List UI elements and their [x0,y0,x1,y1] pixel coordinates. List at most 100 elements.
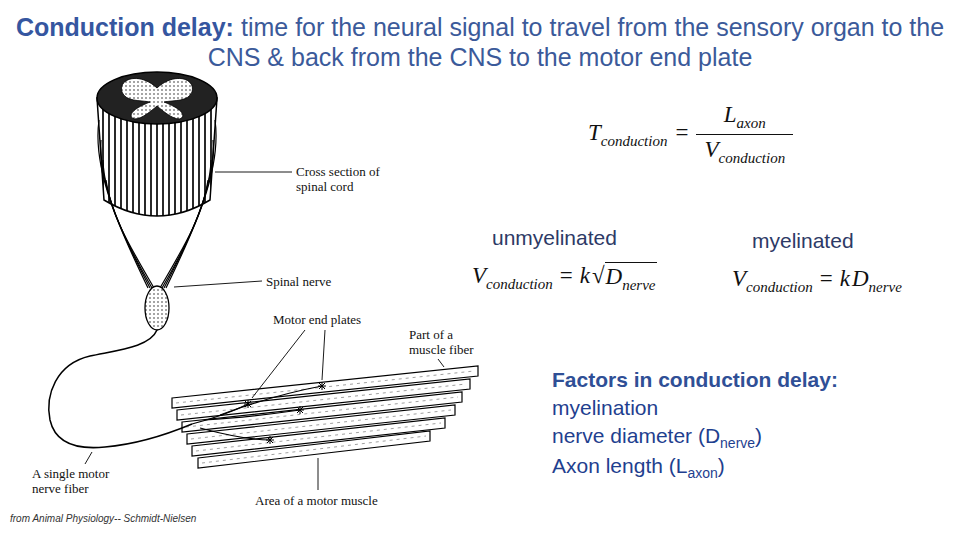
ganglion [145,286,169,330]
nerve-roots-part [160,180,208,288]
case-heading: myelinated [752,229,854,253]
leader-lines-part [438,359,444,367]
factor-item: myelination [552,396,658,419]
constant-symbol: k [840,266,850,292]
leader-lines-part [322,330,325,380]
muscle-fibers-part [198,431,430,468]
factor-item: nerve diameter (D [552,424,720,447]
conduction-time-formula: Tconduction=LaxonVconduction [588,102,793,163]
nerve-roots-part [101,140,150,288]
nerve-branches [192,386,322,440]
leader-lines-part [85,452,92,464]
constant-symbol: k [580,263,590,289]
nerve-branches-part [205,410,300,420]
velocity-symbol: Vconduction [732,266,813,292]
myelinated-formula: Vconduction = kDnerve [732,266,902,292]
velocity-symbol: Vconduction [472,263,553,289]
nerve-roots-part [164,140,213,288]
spinal-cord-part [122,78,193,118]
leader-lines-part [215,172,292,173]
math-symbol: T [588,120,601,145]
motor-end-plate-marks-part [296,406,304,414]
subscript: conduction [486,276,553,292]
subscript: axon [687,465,717,481]
subscript: nerve [622,277,655,293]
subscript: axon [737,115,766,131]
fraction: LaxonVconduction [696,102,793,163]
factors-heading-row: Factors in conduction delay: [552,366,838,394]
time-symbol: Tconduction [588,120,667,146]
velocity-symbol: Vconduction [704,137,785,163]
subscript: conduction [746,279,813,295]
factor-item: ) [718,454,725,477]
math-symbol: D [852,266,869,291]
math-symbol: V [472,263,486,288]
length-symbol: Laxon [724,102,766,128]
factor-row: Axon length (Laxon) [552,452,838,482]
nerve-branches-part [220,386,322,415]
part-label: Part of a muscle fiber [409,327,484,357]
muscle-fibers [172,366,478,468]
factor-row: nerve diameter (Dnerve) [552,422,838,452]
motor-end-plate-marks [244,382,326,444]
subscript: conduction [719,150,786,166]
part-label: Spinal nerve [266,274,331,289]
muscle-striations-part [202,436,426,463]
part-label: A single motor nerve fiber [32,466,127,496]
equals-sign: = [560,263,573,289]
motor-end-plate-marks-part [318,382,326,390]
heading-title: Conduction delay: [16,13,234,41]
nerve-roots-part [98,120,148,288]
slide-heading: Conduction delay:time for the neural sig… [10,12,950,72]
muscle-striations-part [181,384,466,415]
muscle-striations [176,371,474,463]
numerator: Laxon [716,102,774,134]
leader-lines [85,172,444,490]
subscript: nerve [720,435,755,451]
case-heading: unmyelinated [492,226,617,250]
math-symbol: V [704,137,718,162]
source-citation: from Animal Physiology-- Schmidt-Nielsen [10,513,196,524]
leader-lines-part [174,281,262,287]
math-symbol: L [724,102,737,127]
nerve-branches-part [200,428,270,440]
equals-sign: = [820,266,833,292]
root-sign: √ [592,263,605,289]
unmyelinated-formula: Vconduction = k√Dnerve [472,262,657,290]
nerve-roots-part [103,160,152,288]
nerve-roots-part [106,180,154,288]
equals-sign: = [675,120,688,146]
factors-heading: Factors in conduction delay: [552,368,838,391]
radicand: Dnerve [605,262,658,290]
muscle-striations-part [176,371,474,403]
factor-item: ) [755,424,762,447]
nerve-branches-part [192,404,248,424]
part-label: Cross section of spinal cord [296,164,396,194]
leader-lines-part [318,458,319,490]
motor-end-plate-marks-part [244,400,252,408]
nerve-roots [98,120,216,288]
spinal-cord [97,72,217,216]
spinal-cord-part [97,72,217,124]
heading-definition: time for the neural signal to travel fro… [208,13,944,71]
diameter-term: Dnerve [852,266,902,292]
subscript: nerve [869,279,902,295]
factor-item: Axon length (L [552,454,687,477]
math-symbol: D [606,264,623,289]
motor-end-plate-marks-part [266,436,274,444]
muscle-striations-part [196,423,441,451]
part-label: Motor end plates [273,312,361,327]
part-label: Area of a motor muscle [255,493,378,508]
math-symbol: V [732,266,746,291]
factors-list: Factors in conduction delay: myelination n… [552,366,838,482]
motor-nerve-fiber [49,330,192,448]
factor-row: myelination [552,394,838,422]
leader-lines-part [252,330,305,398]
denominator: Vconduction [696,135,793,163]
fraction-bar [696,134,793,135]
muscle-striations-part [191,410,451,439]
nerve-roots-part [166,120,216,288]
subscript: conduction [601,133,668,149]
nerve-roots-part [162,160,211,288]
